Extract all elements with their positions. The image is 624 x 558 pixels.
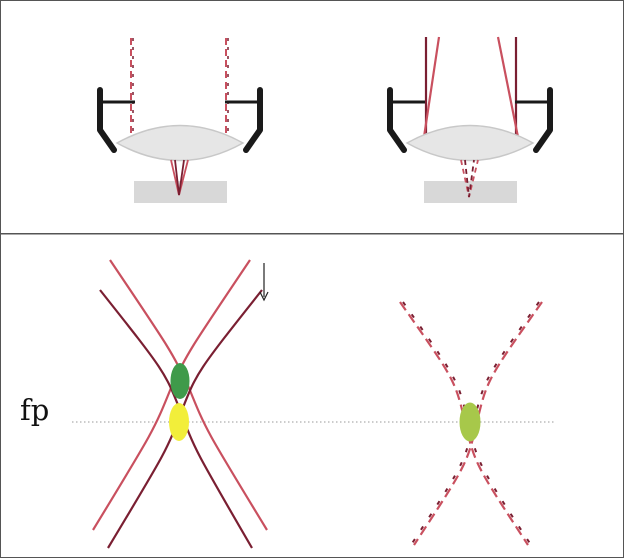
beam-waist-right (399, 301, 543, 546)
objective-right (387, 36, 553, 203)
focus-spot-green (170, 363, 190, 399)
down-arrow-icon (259, 291, 269, 302)
sample-slide-right (424, 181, 517, 203)
waist-left-light-b (92, 259, 251, 531)
housing-right-left-arm (387, 87, 407, 153)
top-panel-frame (0, 0, 624, 234)
housing-left-arm (97, 87, 117, 153)
focus-spot-yellow (169, 403, 189, 441)
beam-waist-left (92, 259, 269, 549)
waist-left-light-a (109, 259, 268, 531)
cone-right-dark (464, 159, 475, 198)
beam-right-b (422, 36, 441, 138)
lens-right (405, 124, 535, 162)
objective-left (97, 38, 263, 203)
focus-spot-combined (459, 402, 481, 442)
focal-plane-label: fp (20, 393, 50, 427)
housing-right-arm (243, 87, 263, 153)
cone-left-dark (174, 159, 185, 196)
housing-right-right-arm (533, 87, 553, 153)
beam-right-d (496, 36, 520, 138)
lens-left (115, 124, 245, 162)
bottom-panel-frame (0, 233, 624, 558)
